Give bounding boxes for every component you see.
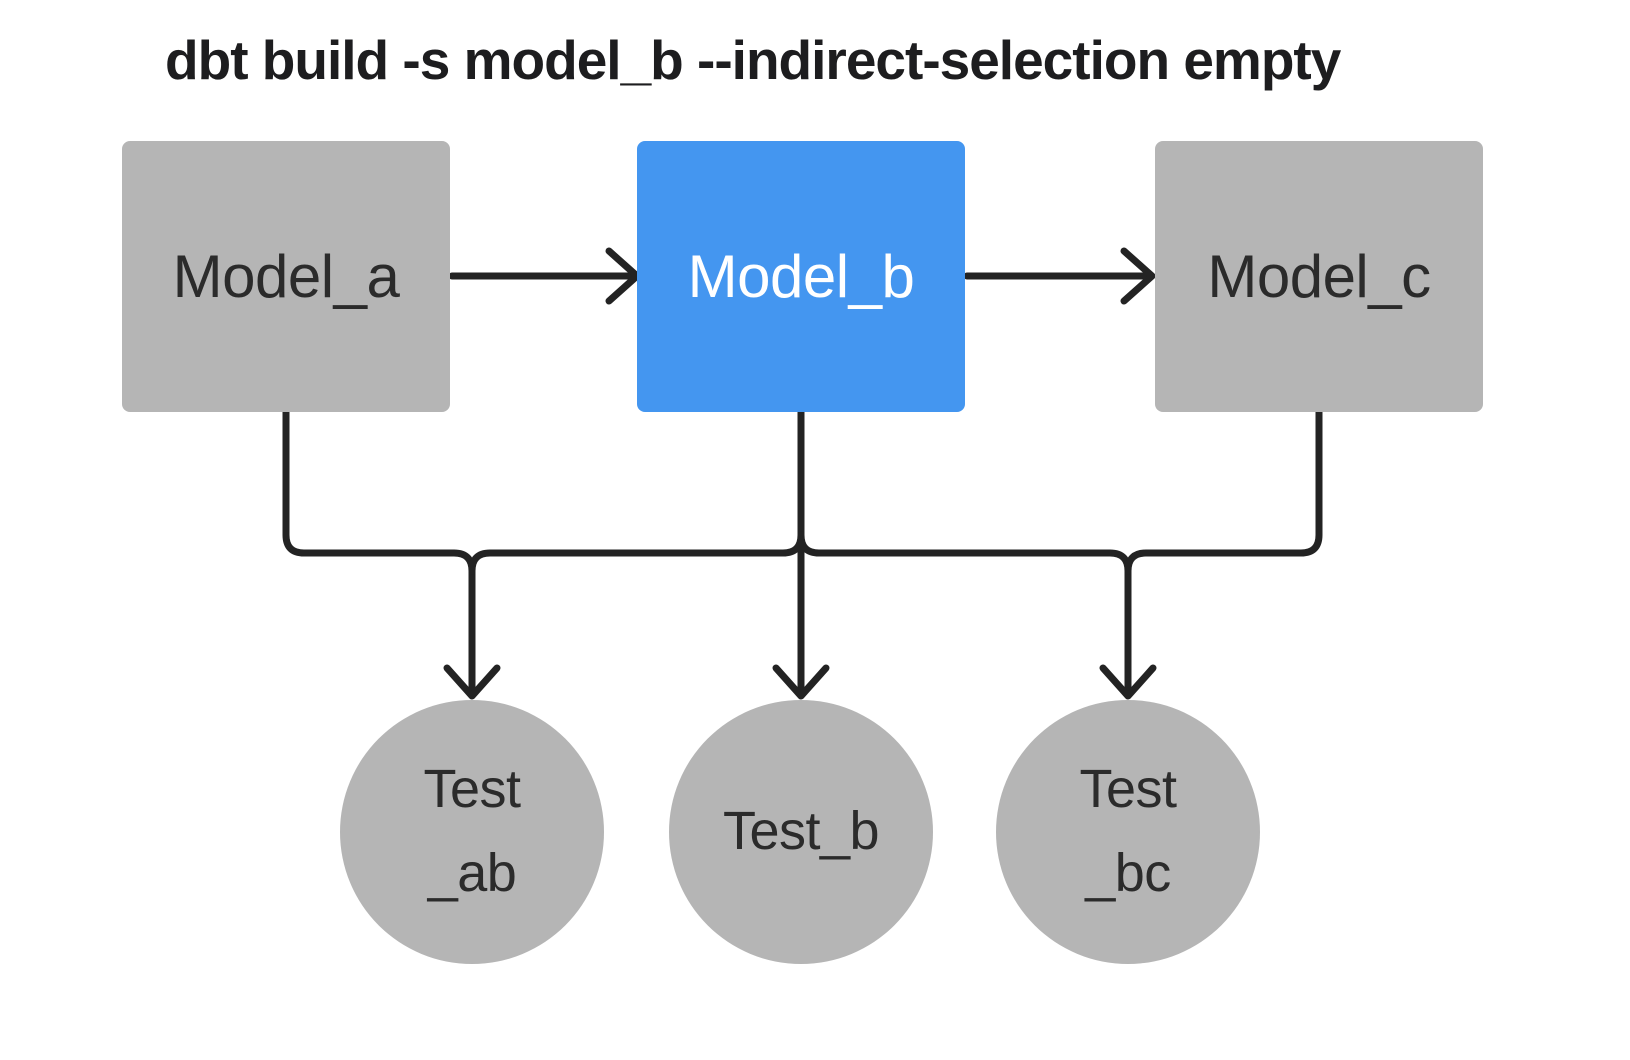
node-test-ab-label-line2: _ab xyxy=(427,843,517,903)
edge-model-b-to-test-bc xyxy=(797,531,1157,700)
edge-model-a-to-model-b xyxy=(448,247,641,305)
edge-model-b-to-test-b xyxy=(772,408,830,700)
node-test-bc-label-line1: Test xyxy=(1079,759,1177,820)
edge-model-b-to-test-ab xyxy=(468,531,805,575)
node-model-c-label: Model_c xyxy=(1207,243,1431,310)
edge-model-b-to-model-c xyxy=(963,247,1156,305)
node-test-ab-label-line1: Test xyxy=(423,759,521,820)
node-model-b: Model_b xyxy=(637,141,965,412)
node-model-a-label: Model_a xyxy=(172,243,400,310)
arrowhead-right-icon xyxy=(1120,247,1156,305)
node-test-bc: Test _bc xyxy=(996,700,1260,964)
node-model-a: Model_a xyxy=(122,141,450,412)
edge-line xyxy=(797,531,1132,692)
arrowhead-down-icon xyxy=(772,664,830,700)
edge-model-c-to-test-bc xyxy=(1124,408,1323,575)
node-test-ab: Test _ab xyxy=(340,700,604,964)
edge-line xyxy=(468,531,805,575)
edge-line xyxy=(1124,408,1323,575)
arrowhead-down-icon xyxy=(443,664,501,700)
node-test-bc-label-line2: _bc xyxy=(1085,843,1171,903)
node-test-b-label-line1: Test_b xyxy=(722,801,880,862)
diagram-title: dbt build -s model_b --indirect-selectio… xyxy=(165,29,1341,91)
edge-line xyxy=(282,408,476,692)
edge-model-a-to-test-ab xyxy=(282,408,501,700)
arrowhead-down-icon xyxy=(1099,664,1157,700)
node-test-b: Test_b xyxy=(669,700,933,964)
node-model-b-label: Model_b xyxy=(687,243,915,310)
node-model-c: Model_c xyxy=(1155,141,1483,412)
